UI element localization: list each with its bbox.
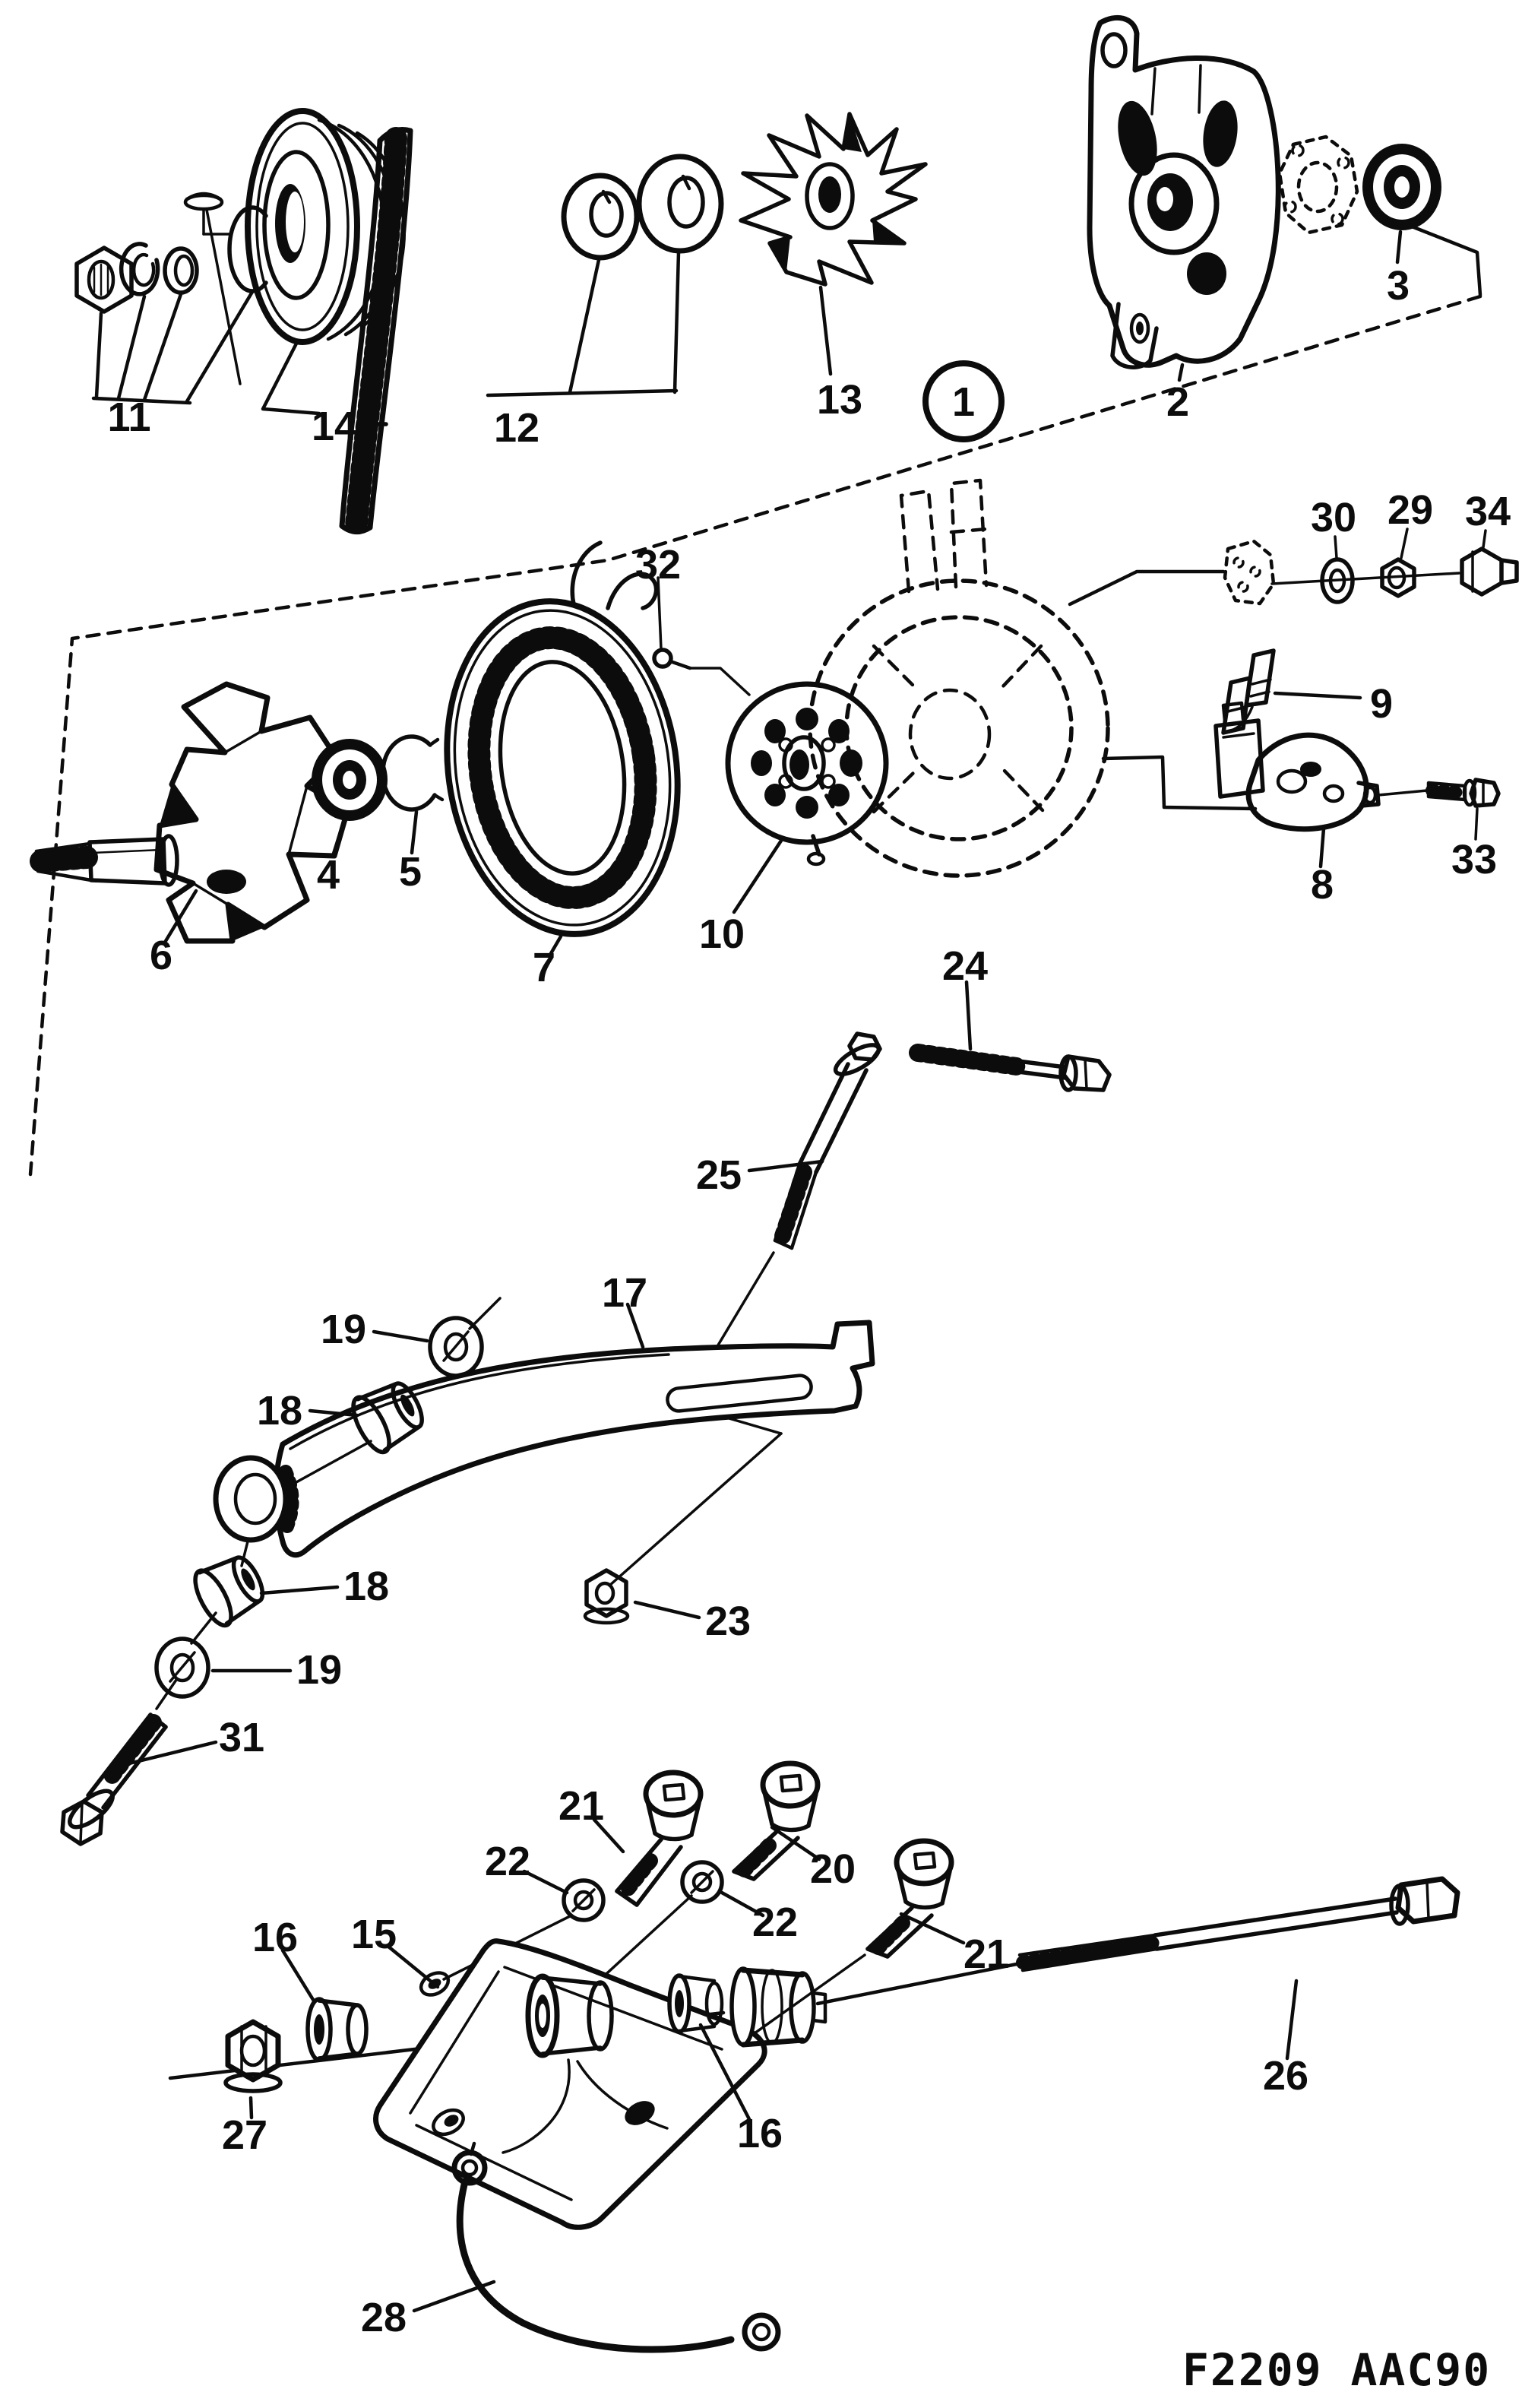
part-label-28-37: 28	[361, 2295, 407, 2340]
part-label-4-14: 4	[317, 852, 340, 898]
part-label-14-1: 14	[312, 404, 357, 449]
part-label-16-35: 16	[737, 2111, 783, 2156]
part-label-2-4: 2	[1166, 379, 1189, 425]
drive-end-housing	[1087, 14, 1281, 382]
socket-bolt-21-left	[592, 1770, 704, 1907]
part-label-18-22: 18	[257, 1388, 302, 1434]
part-label-21-27: 21	[558, 1783, 604, 1829]
part-label-27-34: 27	[222, 2112, 267, 2158]
housing-gasket	[1277, 135, 1359, 235]
part-label-15-33: 15	[351, 1912, 397, 1957]
stator-ring	[444, 540, 681, 957]
mount-nut-27	[223, 2019, 283, 2120]
part-label-10-17: 10	[699, 911, 745, 957]
mounting-plate	[373, 1938, 827, 2230]
insulated-nut-34	[1460, 547, 1504, 597]
long-mounting-bolt-26	[1016, 1876, 1460, 2061]
bracket-nut-23	[583, 1568, 701, 1625]
part-label-1-38: 1	[952, 379, 975, 425]
pivot-bolt-31	[60, 1713, 218, 1846]
part-label-22-30: 22	[752, 1899, 798, 1945]
part-label-24-18: 24	[942, 943, 988, 989]
part-label-5-15: 5	[399, 849, 422, 895]
part-label-17-20: 17	[602, 1270, 647, 1316]
bushing-washer-lower	[154, 1540, 340, 1710]
cooling-fan	[739, 112, 928, 376]
rectifier	[725, 681, 889, 914]
terminal-screw-32	[652, 576, 751, 696]
socket-bolt-20	[732, 1760, 821, 1881]
rear-bearing	[312, 739, 388, 858]
terminal-hardware-set	[1223, 528, 1519, 606]
regulator-bolt-33	[1377, 778, 1501, 841]
part-label-31-25: 31	[219, 1715, 264, 1760]
part-label-26-36: 26	[1263, 2053, 1308, 2099]
part-label-16-32: 16	[252, 1915, 298, 1960]
part-label-33-12: 33	[1451, 837, 1497, 882]
snap-ring	[381, 734, 445, 855]
part-label-18-23: 18	[343, 1564, 389, 1609]
ground-strap	[412, 2141, 781, 2353]
pulley-nut-washer-set-11	[74, 192, 268, 405]
part-label-9-10: 9	[1370, 681, 1393, 727]
nut-29	[1380, 557, 1416, 598]
part-label-32-9: 32	[635, 542, 681, 588]
part-label-13-3: 13	[817, 377, 862, 423]
part-label-11-0: 11	[107, 394, 150, 440]
spacer-collar-16-left	[280, 1948, 369, 2062]
part-label-12-2: 12	[494, 405, 540, 451]
part-label-8-11: 8	[1311, 862, 1334, 908]
part-label-34-8: 34	[1465, 489, 1511, 534]
part-label-21-31: 21	[964, 1931, 1009, 1977]
adjusting-bolt-24	[909, 980, 1112, 1092]
adjusting-bracket-arm	[213, 1302, 875, 1558]
part-label-22-28: 22	[485, 1839, 530, 1884]
part-label-3-5: 3	[1387, 263, 1410, 309]
part-label-25-19: 25	[696, 1152, 742, 1198]
pulley-washers-12	[486, 154, 724, 398]
drive-belt	[261, 127, 413, 536]
part-label-19-21: 19	[321, 1307, 366, 1352]
part-label-29-7: 29	[1388, 487, 1433, 533]
assembly-callout-circle	[922, 360, 1005, 442]
bushing-washer-upper	[295, 1297, 502, 1484]
washer-30	[1320, 557, 1355, 604]
rear-housing-dashed	[808, 478, 1258, 878]
part-label-23-26: 23	[705, 1598, 751, 1644]
front-bearing	[1362, 144, 1441, 265]
part-label-30-6: 30	[1311, 495, 1356, 540]
unit-boundary-lines	[28, 224, 1482, 1177]
part-label-6-13: 6	[150, 933, 172, 978]
part-label-20-29: 20	[810, 1846, 856, 1892]
drawing-code: F2209 AAC90	[1182, 2344, 1491, 2396]
part-label-19-24: 19	[296, 1647, 342, 1693]
pivot-bolt-25	[608, 1031, 882, 1587]
washer-22-left	[442, 1869, 606, 1981]
part-label-7-16: 7	[533, 945, 555, 990]
